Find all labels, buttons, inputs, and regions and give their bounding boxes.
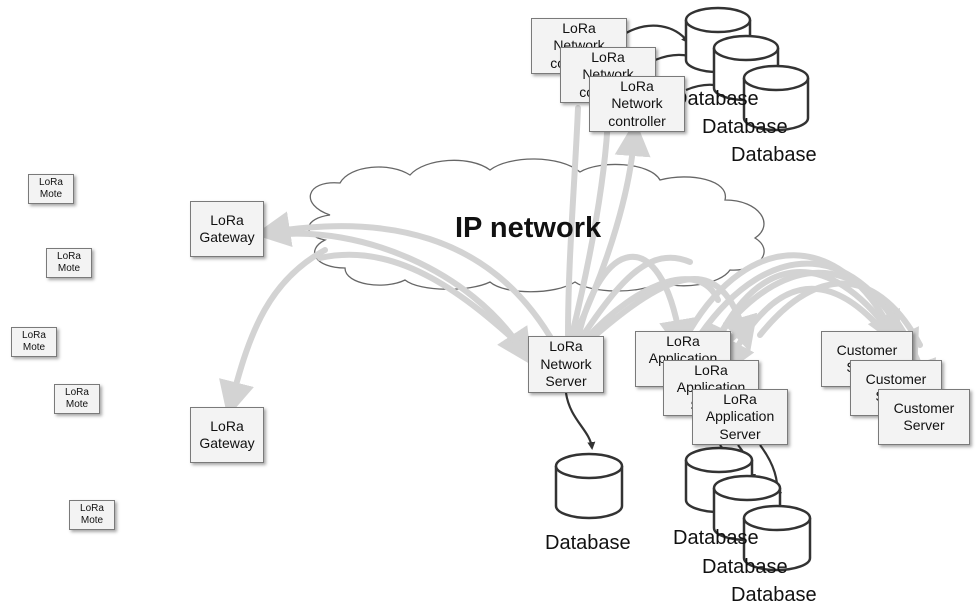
- ip-network-label: IP network: [455, 212, 602, 244]
- database-label: Database: [731, 144, 817, 166]
- ip-network-cloud: [307, 158, 765, 293]
- database-label: Database: [731, 584, 817, 606]
- database-label: Database: [673, 88, 759, 110]
- database-label: Database: [673, 527, 759, 549]
- database-label: Database: [702, 556, 788, 578]
- database-label: Database: [702, 116, 788, 138]
- database-icon: [742, 504, 812, 572]
- database-icon: [742, 64, 810, 132]
- database-icon: [554, 452, 624, 520]
- database-label: Database: [545, 532, 631, 554]
- database-cylinders: [554, 6, 812, 572]
